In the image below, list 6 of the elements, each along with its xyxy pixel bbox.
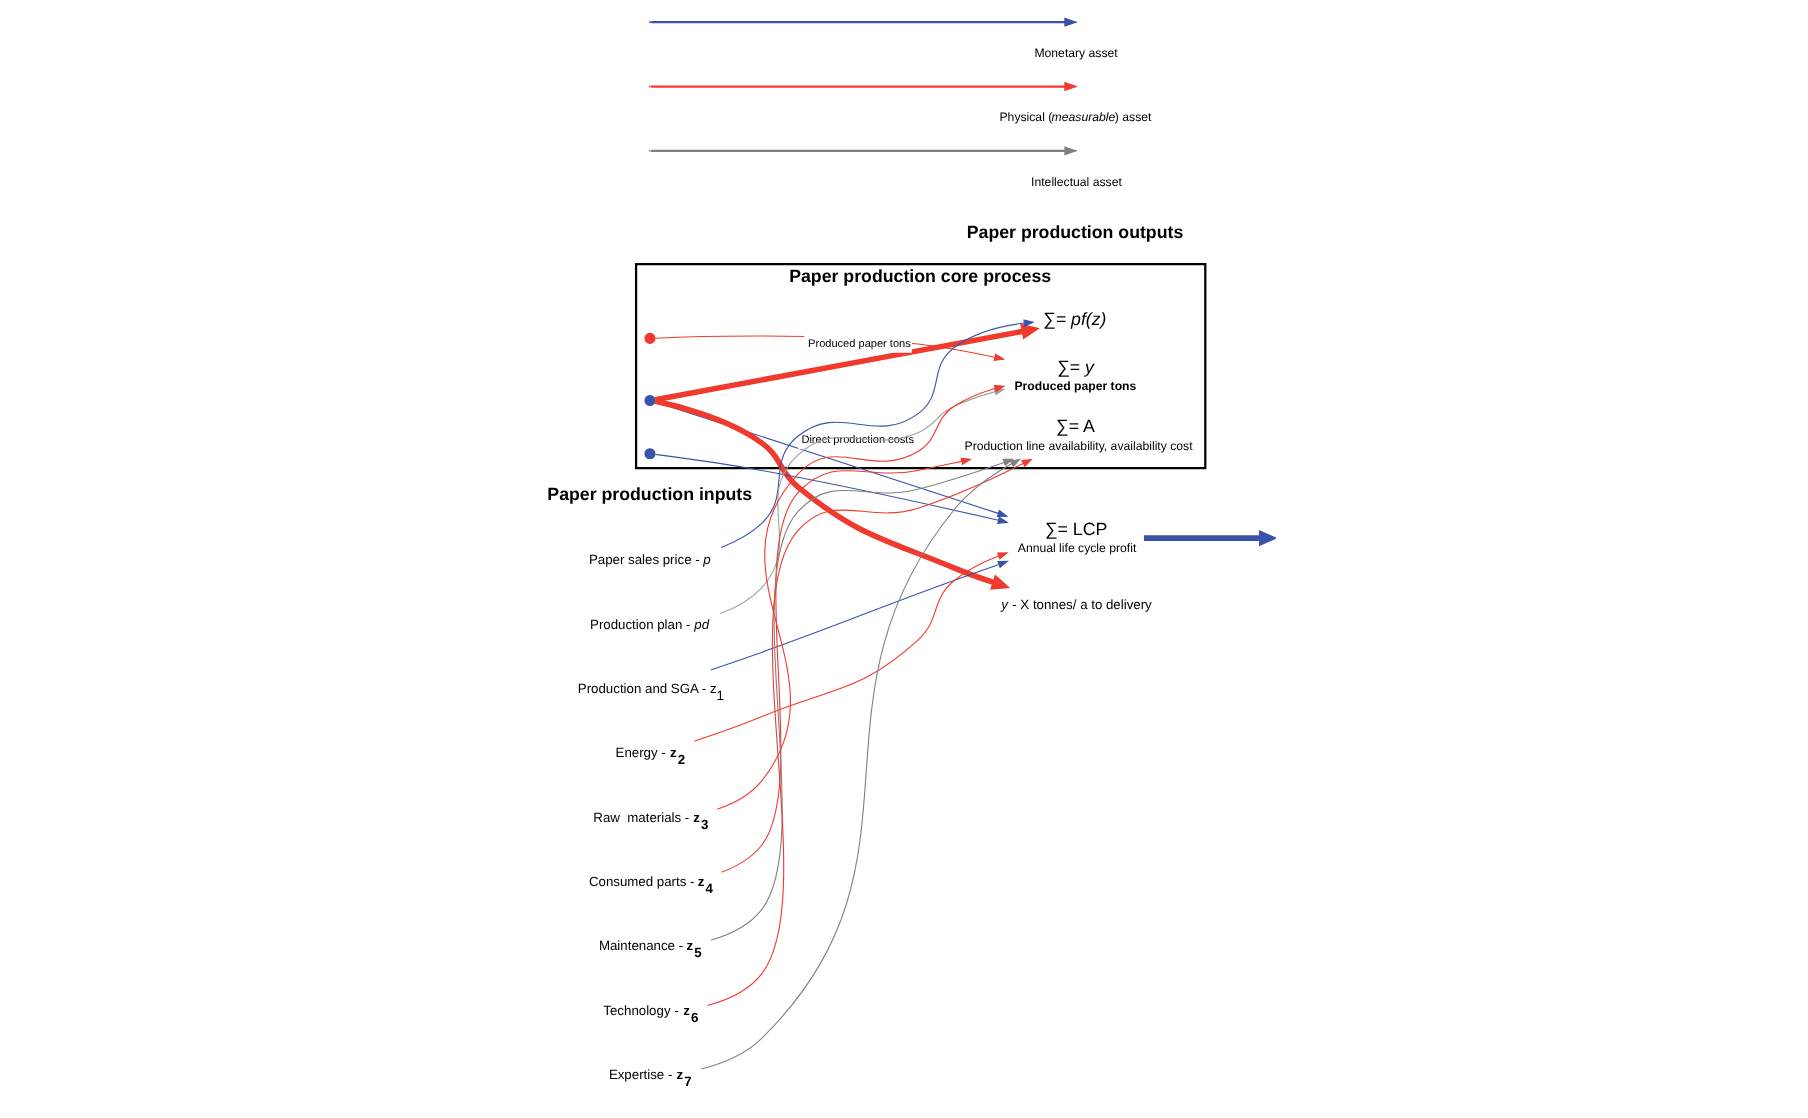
node-text: ∑= A	[1055, 416, 1094, 437]
node-text: ∑= LCP	[1043, 518, 1107, 539]
label: Paper production outputs	[965, 222, 1183, 243]
label: Paper production inputs	[546, 484, 752, 505]
node-text: ∑= y	[1056, 356, 1093, 377]
node-text: ∑= pf(z)	[1042, 308, 1106, 329]
